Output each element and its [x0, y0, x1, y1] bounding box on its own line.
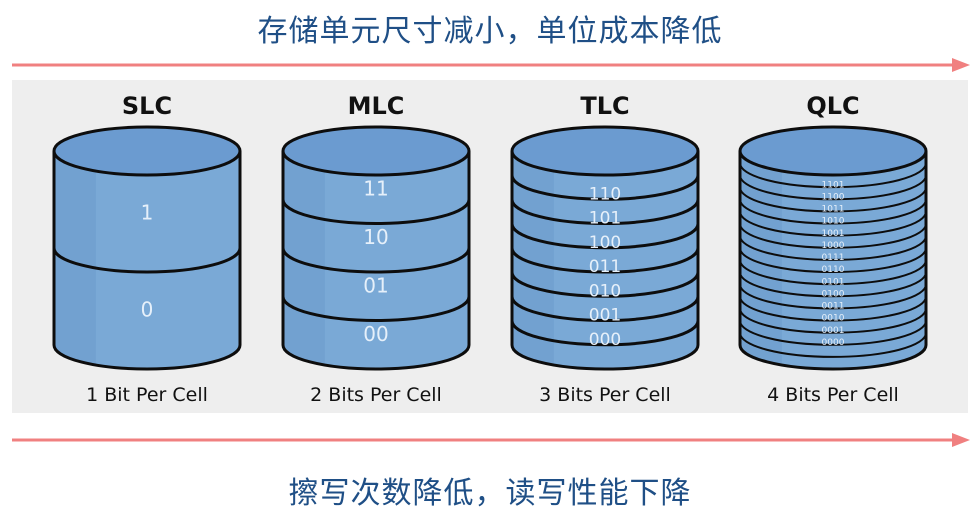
- bit-code: 0011: [822, 302, 845, 312]
- bit-code: 1010: [822, 217, 845, 227]
- segment-divider: [739, 223, 927, 249]
- bit-code: 0: [141, 298, 154, 322]
- cylinder-shading: [54, 151, 96, 365]
- bottom-caption: 擦写次数降低，读写性能下降: [288, 476, 692, 511]
- segment-divider: [281, 296, 471, 322]
- segment-divider: [510, 199, 700, 225]
- top-caption: 存储单元尺寸减小，单位成本降低: [257, 14, 723, 49]
- cylinder-mlc: MLC 11 10 01 00 2 Bits Per Cell: [281, 92, 471, 406]
- segment-divider: [510, 296, 700, 322]
- bottom-arrow-head: [952, 433, 970, 447]
- segment-divider: [739, 308, 927, 334]
- segment-divider: [739, 163, 927, 189]
- bit-code: 100: [589, 233, 621, 253]
- cylinder-tlc: TLC1111101011000110100010003 Bits Per Ce…: [510, 92, 700, 406]
- segment-divider: [739, 272, 927, 298]
- segment-divider: [739, 187, 927, 213]
- bit-code: 011: [589, 257, 621, 277]
- bit-code: 1001: [822, 229, 845, 239]
- cylinder-slc: SLC 1 0 1 Bit Per Cell: [52, 92, 242, 406]
- bits-per-cell-caption: 2 Bits Per Cell: [310, 384, 442, 406]
- bit-code: 1011: [822, 205, 845, 215]
- segment-divider: [281, 199, 471, 225]
- bit-code: 10: [363, 225, 388, 249]
- bits-per-cell-caption: 3 Bits Per Cell: [539, 384, 671, 406]
- cylinder-body: [512, 151, 698, 369]
- bits-per-cell-caption: 4 Bits Per Cell: [767, 384, 899, 406]
- bit-code: 0111: [822, 253, 845, 263]
- segment-divider: [739, 332, 927, 358]
- cell-type-label: TLC: [580, 92, 629, 120]
- cylinder-top: [738, 125, 928, 177]
- cylinder-shading: [740, 151, 782, 365]
- bit-code: 110: [589, 184, 621, 204]
- cylinder-bottom-edge: [738, 344, 928, 371]
- cylinder-shading: [512, 151, 554, 365]
- segment-divider: [510, 247, 700, 274]
- cylinder-qlc: QLC1111111011011100101110101001100001110…: [738, 92, 928, 406]
- cell-type-label: SLC: [122, 92, 172, 120]
- segment-divider: [739, 284, 927, 310]
- bit-code: 11: [363, 176, 388, 200]
- top-arrow-head: [952, 58, 970, 72]
- bit-code: 0110: [822, 265, 845, 275]
- cylinder-bottom-edge: [281, 344, 471, 371]
- segment-divider: [739, 296, 927, 322]
- cylinder-bottom-edge: [510, 344, 700, 371]
- cylinder-top: [510, 125, 700, 177]
- segment-divider: [281, 247, 471, 274]
- bit-code: 1: [141, 201, 154, 225]
- cylinder-body: [54, 151, 240, 369]
- bit-code: 000: [589, 330, 621, 350]
- bits-per-cell-caption: 1 Bit Per Cell: [86, 384, 208, 406]
- bit-code: 1000: [822, 241, 845, 251]
- segment-divider: [739, 235, 927, 261]
- bit-code: 0000: [822, 338, 845, 348]
- segment-divider: [739, 199, 927, 225]
- bit-code: 010: [589, 281, 621, 301]
- bit-code: 01: [363, 273, 388, 297]
- segment-divider: [739, 320, 927, 346]
- segment-divider: [510, 272, 700, 298]
- bit-code: 0001: [822, 326, 845, 336]
- segment-divider: [510, 320, 700, 347]
- bit-code: 001: [589, 306, 621, 326]
- segment-divider: [739, 247, 927, 273]
- segment-divider: [52, 247, 242, 274]
- bit-code: 0100: [822, 289, 845, 299]
- cylinder-body: [283, 151, 469, 369]
- segment-divider: [739, 211, 927, 237]
- cylinder-top: [52, 125, 242, 177]
- bit-code: 1101: [822, 180, 845, 190]
- cell-type-label: QLC: [806, 92, 859, 120]
- cylinder-bottom-edge: [52, 344, 242, 371]
- cell-type-label: MLC: [348, 92, 405, 120]
- cylinder-top: [281, 125, 471, 177]
- bit-code: 00: [363, 322, 388, 346]
- cylinder-shading: [283, 151, 325, 365]
- segment-divider: [510, 175, 700, 201]
- bit-code: 0101: [822, 277, 845, 287]
- bit-code: 1100: [822, 192, 845, 202]
- bit-code: 0010: [822, 314, 845, 324]
- segment-divider: [510, 223, 700, 250]
- bit-code: 101: [589, 209, 621, 229]
- segment-divider: [739, 260, 927, 286]
- segment-divider: [739, 175, 927, 201]
